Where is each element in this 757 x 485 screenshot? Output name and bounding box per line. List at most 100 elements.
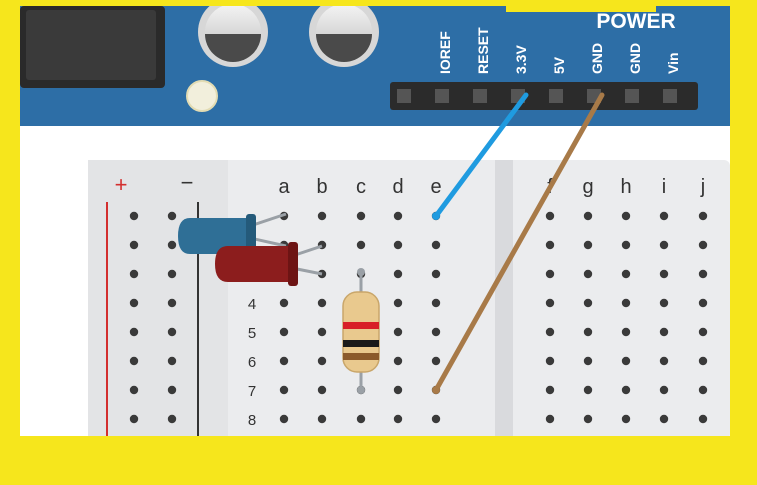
breadboard-hole[interactable] <box>167 211 177 221</box>
pin-label-33v: 3.3V <box>513 45 529 74</box>
breadboard-hole[interactable] <box>659 414 669 424</box>
breadboard-hole[interactable] <box>431 356 441 366</box>
breadboard-hole[interactable] <box>167 356 177 366</box>
breadboard-hole[interactable] <box>659 385 669 395</box>
breadboard-hole[interactable] <box>659 298 669 308</box>
pin-label-ioref: IOREF <box>437 31 453 74</box>
breadboard-hole[interactable] <box>583 211 593 221</box>
breadboard-hole[interactable] <box>356 414 366 424</box>
pin-label-gnd: GND <box>589 43 605 74</box>
breadboard-hole[interactable] <box>167 298 177 308</box>
breadboard-hole[interactable] <box>698 385 708 395</box>
breadboard-hole[interactable] <box>279 414 289 424</box>
breadboard-hole[interactable] <box>698 327 708 337</box>
breadboard-hole[interactable] <box>393 356 403 366</box>
breadboard-hole[interactable] <box>167 327 177 337</box>
column-label-i: i <box>662 176 666 198</box>
breadboard-hole[interactable] <box>621 211 631 221</box>
breadboard-hole[interactable] <box>393 240 403 250</box>
breadboard-hole[interactable] <box>129 327 139 337</box>
wire-gnd[interactable] <box>433 92 605 393</box>
breadboard-hole[interactable] <box>583 327 593 337</box>
breadboard-hole[interactable] <box>545 211 555 221</box>
pin-label-vin: Vin <box>665 52 681 74</box>
breadboard-hole[interactable] <box>621 414 631 424</box>
column-label-e: e <box>430 176 441 198</box>
breadboard-hole[interactable] <box>431 298 441 308</box>
breadboard-hole[interactable] <box>621 385 631 395</box>
breadboard-hole[interactable] <box>317 298 327 308</box>
breadboard-hole[interactable] <box>698 356 708 366</box>
breadboard-hole[interactable] <box>545 356 555 366</box>
rail-minus-label: − <box>181 170 194 195</box>
breadboard-hole[interactable] <box>698 298 708 308</box>
breadboard-hole[interactable] <box>698 211 708 221</box>
breadboard-hole[interactable] <box>583 385 593 395</box>
breadboard-hole[interactable] <box>583 414 593 424</box>
breadboard-hole[interactable] <box>659 327 669 337</box>
breadboard-hole[interactable] <box>356 211 366 221</box>
breadboard-hole[interactable] <box>621 240 631 250</box>
breadboard-hole[interactable] <box>659 356 669 366</box>
breadboard-hole[interactable] <box>129 298 139 308</box>
breadboard-hole[interactable] <box>545 298 555 308</box>
row-label-4: 4 <box>248 296 256 313</box>
breadboard-hole[interactable] <box>621 298 631 308</box>
wire-3v3[interactable] <box>433 92 529 219</box>
breadboard-hole[interactable] <box>698 269 708 279</box>
pin-label-reset: RESET <box>475 27 491 74</box>
breadboard-hole[interactable] <box>393 414 403 424</box>
breadboard-hole[interactable] <box>167 240 177 250</box>
breadboard-hole[interactable] <box>317 414 327 424</box>
breadboard-hole[interactable] <box>698 240 708 250</box>
breadboard-hole[interactable] <box>279 356 289 366</box>
breadboard-hole[interactable] <box>621 327 631 337</box>
breadboard-hole[interactable] <box>659 240 669 250</box>
breadboard-hole[interactable] <box>431 327 441 337</box>
breadboard-hole[interactable] <box>583 298 593 308</box>
breadboard-hole[interactable] <box>583 356 593 366</box>
breadboard-hole[interactable] <box>129 240 139 250</box>
breadboard-hole[interactable] <box>129 356 139 366</box>
breadboard-hole[interactable] <box>698 414 708 424</box>
resistor-band-1 <box>343 322 379 329</box>
resistor[interactable] <box>342 268 380 394</box>
breadboard-hole[interactable] <box>129 385 139 395</box>
breadboard-hole[interactable] <box>129 211 139 221</box>
breadboard-hole[interactable] <box>583 269 593 279</box>
breadboard-hole[interactable] <box>431 414 441 424</box>
breadboard-hole[interactable] <box>545 327 555 337</box>
breadboard-hole[interactable] <box>545 385 555 395</box>
breadboard-hole[interactable] <box>356 240 366 250</box>
breadboard-hole[interactable] <box>545 414 555 424</box>
breadboard-hole[interactable] <box>393 327 403 337</box>
breadboard-hole[interactable] <box>393 269 403 279</box>
breadboard-hole[interactable] <box>167 385 177 395</box>
breadboard-hole[interactable] <box>583 240 593 250</box>
breadboard-hole[interactable] <box>545 240 555 250</box>
breadboard-hole[interactable] <box>393 298 403 308</box>
breadboard-hole[interactable] <box>279 298 289 308</box>
column-label-d: d <box>392 176 403 198</box>
breadboard-hole[interactable] <box>431 240 441 250</box>
breadboard-hole[interactable] <box>659 269 669 279</box>
breadboard-hole[interactable] <box>431 269 441 279</box>
led-red[interactable] <box>215 242 323 286</box>
breadboard-hole[interactable] <box>129 414 139 424</box>
breadboard-hole[interactable] <box>317 385 327 395</box>
breadboard-hole[interactable] <box>279 385 289 395</box>
breadboard-hole[interactable] <box>621 269 631 279</box>
breadboard-hole[interactable] <box>393 211 403 221</box>
breadboard-hole[interactable] <box>279 327 289 337</box>
breadboard-hole[interactable] <box>317 211 327 221</box>
breadboard-hole[interactable] <box>129 269 139 279</box>
breadboard-hole[interactable] <box>393 385 403 395</box>
header-pin <box>397 89 411 103</box>
breadboard-hole[interactable] <box>545 269 555 279</box>
breadboard-hole[interactable] <box>167 414 177 424</box>
breadboard-hole[interactable] <box>167 269 177 279</box>
breadboard-hole[interactable] <box>317 327 327 337</box>
breadboard-hole[interactable] <box>317 356 327 366</box>
breadboard-hole[interactable] <box>659 211 669 221</box>
breadboard-hole[interactable] <box>621 356 631 366</box>
